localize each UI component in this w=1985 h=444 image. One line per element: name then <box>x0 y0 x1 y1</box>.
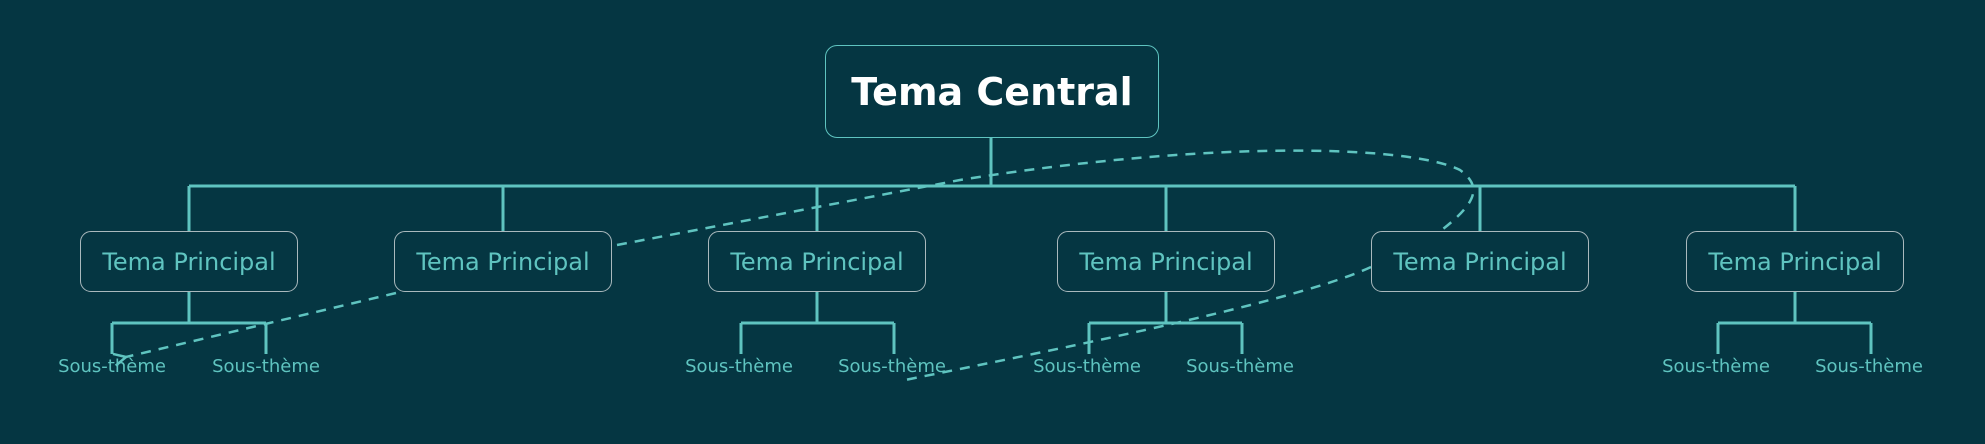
main-topic-6[interactable]: Tema Principal <box>1686 231 1904 292</box>
relationship-line-2 <box>904 265 1372 382</box>
subtopic-1a[interactable]: Sous-thème <box>58 356 166 377</box>
subtopic-3a[interactable]: Sous-thème <box>685 356 793 377</box>
relationship-arrow-1 <box>616 149 1475 247</box>
main-topic-1[interactable]: Tema Principal <box>80 231 298 292</box>
main-topic-4[interactable]: Tema Principal <box>1057 231 1275 292</box>
relationship-arrow-1-tail <box>126 291 397 357</box>
subtopic-6a[interactable]: Sous-thème <box>1662 356 1770 377</box>
central-topic[interactable]: Tema Central <box>825 45 1159 138</box>
subtopic-1b[interactable]: Sous-thème <box>212 356 320 377</box>
main-topic-2[interactable]: Tema Principal <box>394 231 612 292</box>
subtopic-3b[interactable]: Sous-thème <box>838 356 946 377</box>
main-topic-3[interactable]: Tema Principal <box>708 231 926 292</box>
subtopic-6b[interactable]: Sous-thème <box>1815 356 1923 377</box>
subtopic-4b[interactable]: Sous-thème <box>1186 356 1294 377</box>
subtopic-4a[interactable]: Sous-thème <box>1033 356 1141 377</box>
main-topic-5[interactable]: Tema Principal <box>1371 231 1589 292</box>
